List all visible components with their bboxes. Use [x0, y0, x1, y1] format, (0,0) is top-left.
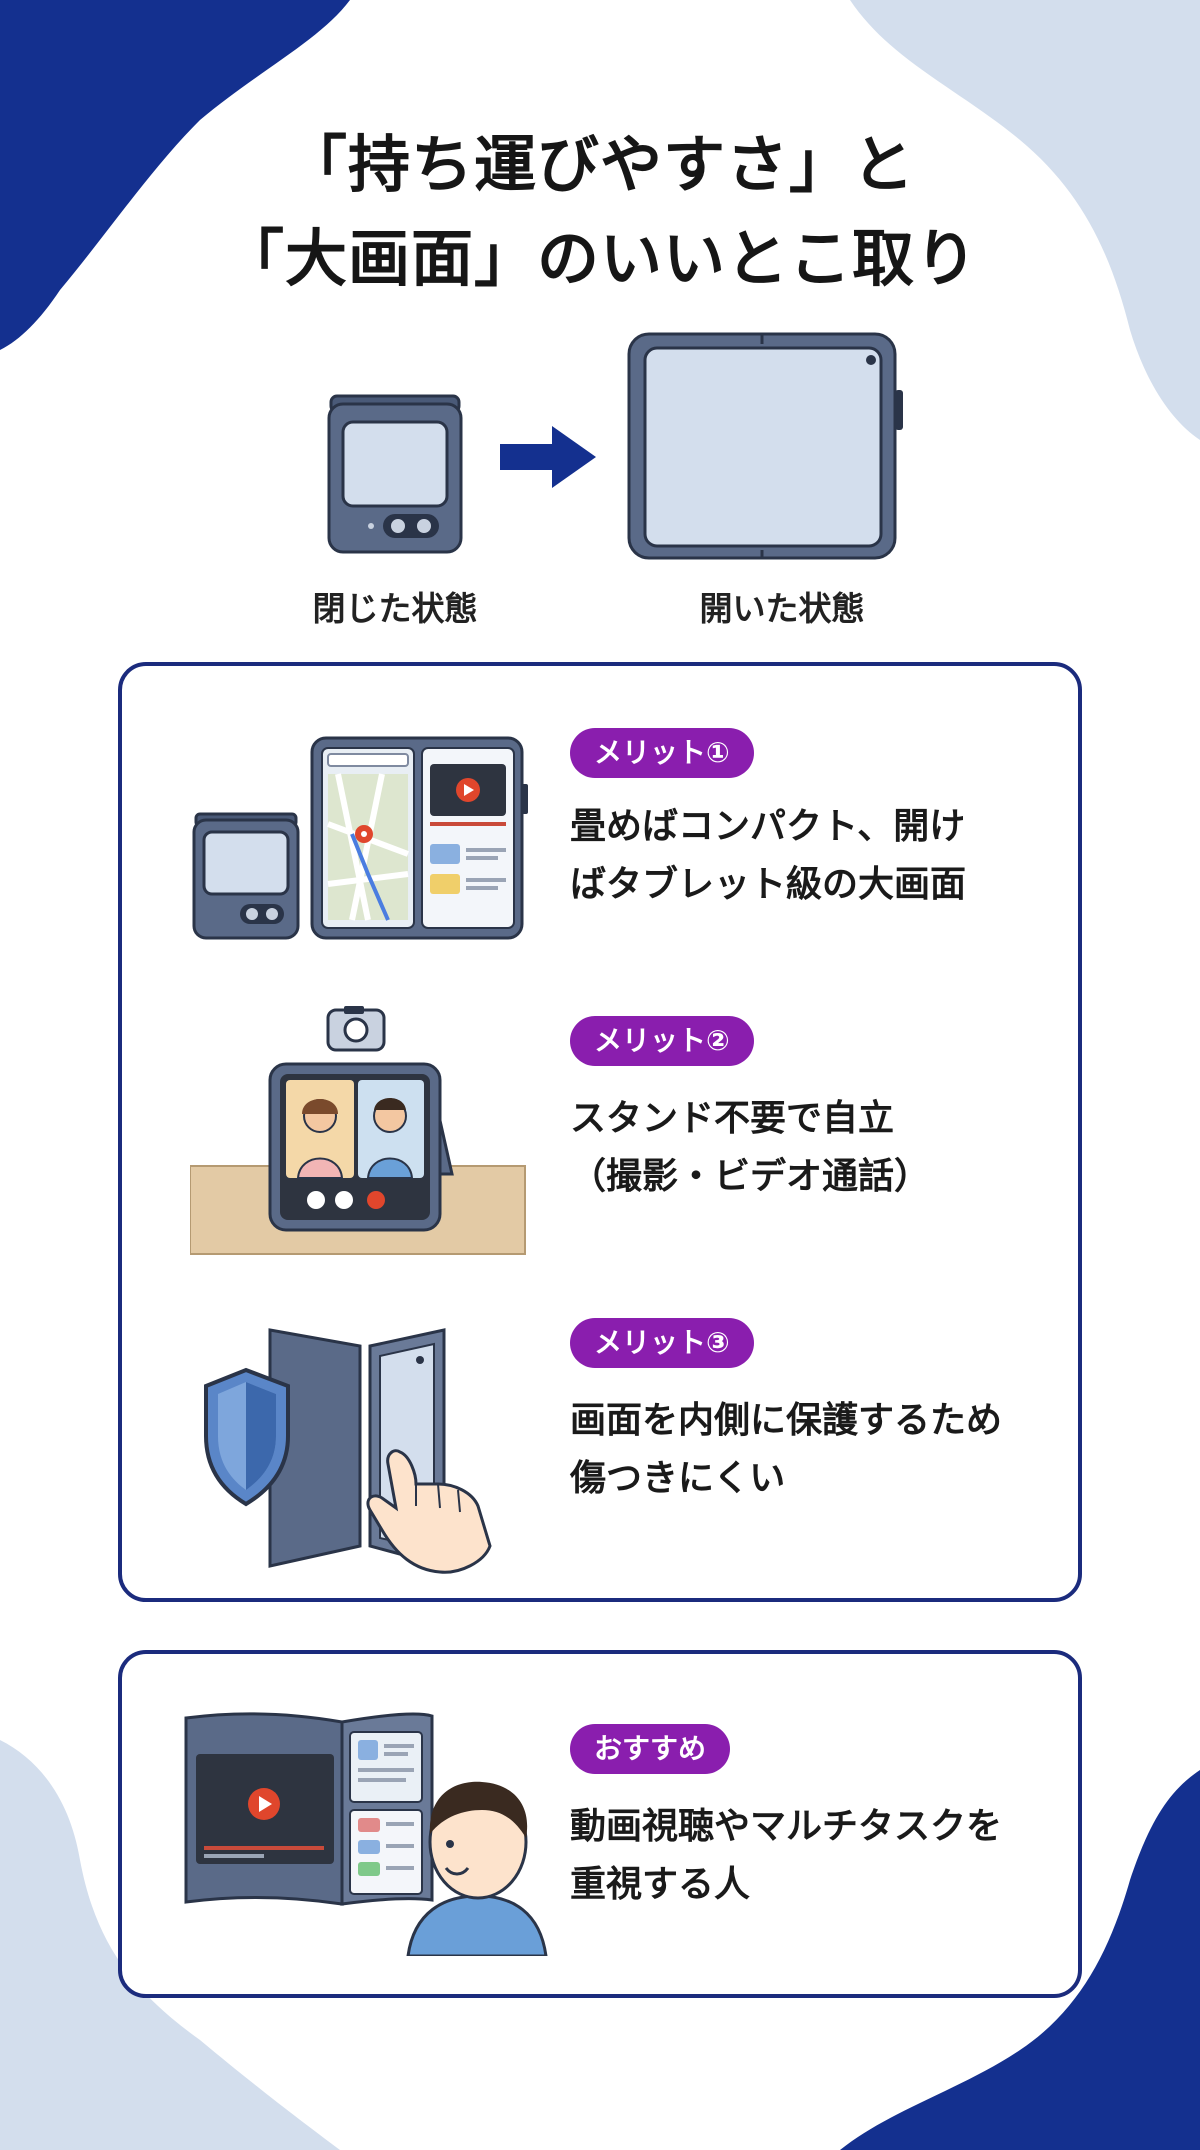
- merits-card: メリット① 畳めばコンパクト、開け ばタブレット級の大画面 メ: [118, 662, 1082, 1602]
- merit-1-line-1: 畳めばコンパクト、開け: [570, 806, 966, 847]
- closed-phone-icon: [327, 394, 463, 554]
- recommend-badge: おすすめ: [570, 1724, 731, 1774]
- merit-1-line-2: ばタブレット級の大画面: [570, 864, 967, 905]
- recommend-card: おすすめ 動画視聴やマルチタスクを 重視する人: [118, 1650, 1082, 1998]
- merit-2-line-2: （撮影・ビデオ通話）: [570, 1156, 931, 1197]
- arrow-right-icon: [500, 426, 596, 488]
- title-line-2: 「大画面」のいいとこ取り: [221, 222, 978, 295]
- merit-2-line-1: スタンド不要で自立: [570, 1098, 895, 1139]
- open-state-label: 開いた状態: [699, 589, 865, 628]
- page-title: 「持ち運びやすさ」と 「大画面」のいいとこ取り: [0, 118, 1200, 306]
- self-standing-video-call-icon: [190, 1006, 526, 1255]
- merit-3-line-1: 画面を内側に保護するため: [570, 1400, 1003, 1441]
- merit-3-badge: メリット③: [570, 1318, 754, 1368]
- merit-1-badge: メリット①: [570, 728, 754, 778]
- top-right-blob: [850, 0, 1200, 440]
- title-line-1: 「持ち運びやすさ」と: [284, 128, 915, 201]
- merit-2-badge: メリット②: [570, 1016, 754, 1066]
- compact-to-tablet-icon: [192, 736, 528, 940]
- open-phone-icon: [627, 332, 903, 560]
- merit-3-line-2: 傷つきにくい: [570, 1458, 786, 1499]
- multitasking-viewer-icon: [184, 1712, 548, 1956]
- bottom-left-blob: [0, 1740, 340, 2150]
- merit-3-text: 画面を内側に保護するため 傷つきにくい: [570, 1392, 1002, 1508]
- screen-protection-icon: [204, 1328, 492, 1574]
- bottom-right-blob: [840, 1770, 1200, 2150]
- closed-state-label: 閉じた状態: [312, 589, 478, 628]
- merit-2-text: スタンド不要で自立 （撮影・ビデオ通話）: [570, 1090, 930, 1206]
- top-left-blob: [0, 0, 350, 350]
- recommend-line-1: 動画視聴やマルチタスクを: [570, 1806, 1003, 1847]
- recommend-text: 動画視聴やマルチタスクを 重視する人: [570, 1798, 1002, 1914]
- recommend-line-2: 重視する人: [570, 1864, 751, 1905]
- merit-1-text: 畳めばコンパクト、開け ばタブレット級の大画面: [570, 798, 966, 914]
